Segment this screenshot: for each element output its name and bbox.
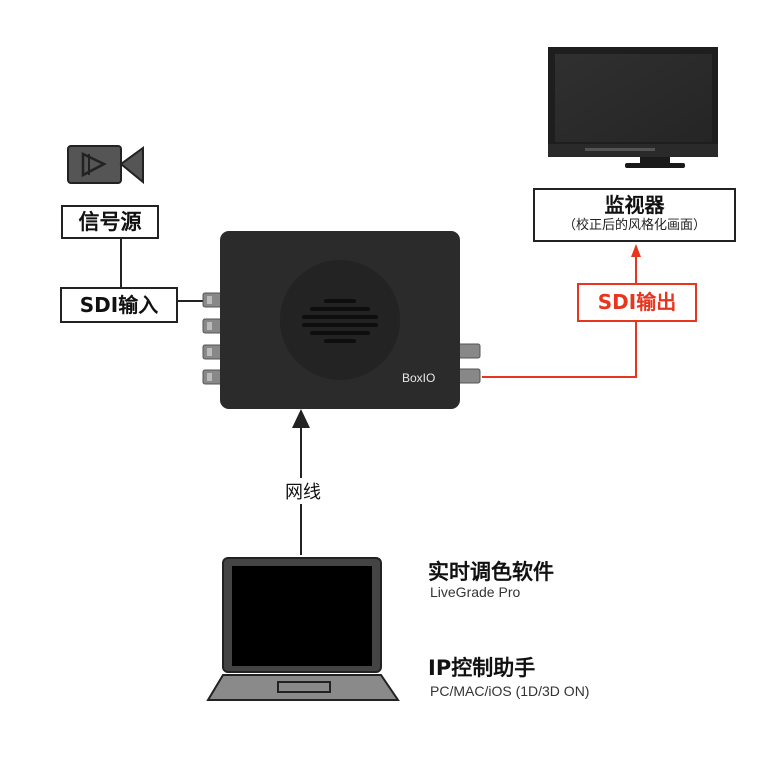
network-cable-label: 网线 [279, 478, 327, 504]
monitor-icon [548, 47, 718, 168]
helper-title: IP控制助手 [428, 656, 536, 680]
software-subtitle: LiveGrade Pro [430, 584, 521, 600]
network-arrowhead [292, 409, 310, 428]
sdi-output-arrowhead [631, 244, 641, 257]
monitor-label: 监视器 （校正后的风格化画面） [533, 188, 736, 242]
boxio-device-icon [202, 231, 481, 409]
monitor-subtitle: （校正后的风格化画面） [562, 218, 706, 233]
video-camera-icon [67, 145, 144, 185]
sdi-output-label: SDI输出 [577, 283, 697, 322]
sdi-input-label: SDI输入 [60, 287, 178, 323]
device-brand-label: BoxIO [402, 371, 436, 385]
helper-subtitle: PC/MAC/iOS (1D/3D ON) [430, 683, 590, 699]
laptop-icon [206, 557, 400, 701]
source-label: 信号源 [61, 205, 159, 239]
monitor-title: 监视器 [604, 193, 665, 217]
software-title: 实时调色软件 [428, 560, 554, 584]
